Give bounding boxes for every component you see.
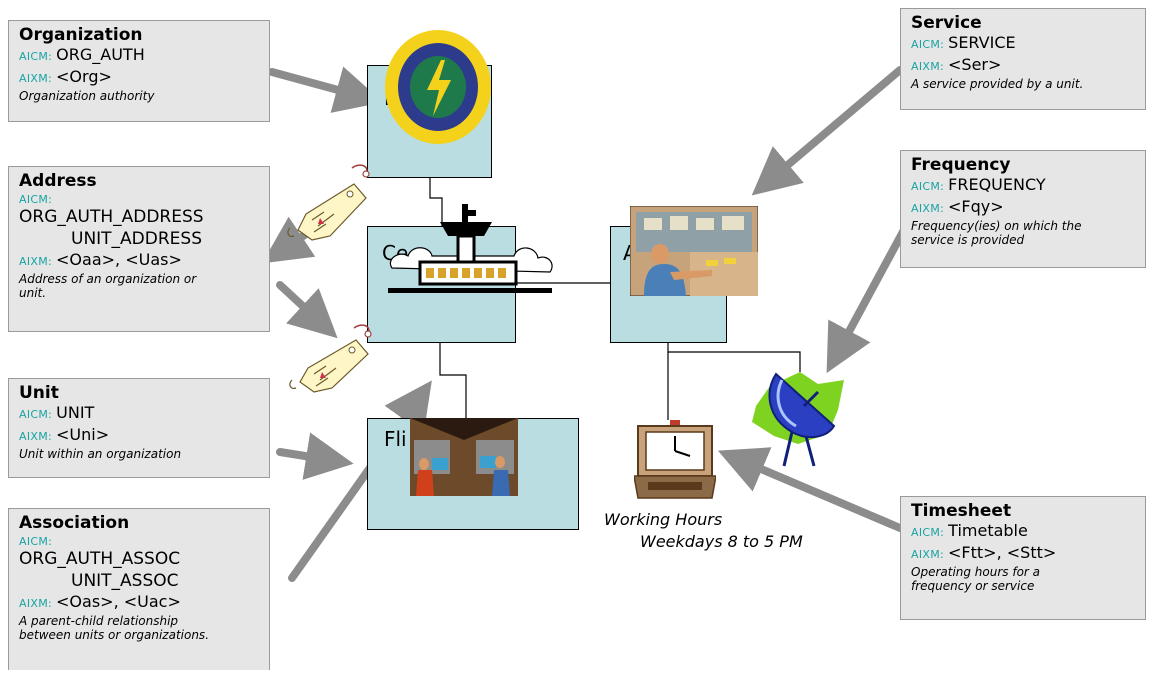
- working-hours-label: Working Hours: [604, 510, 723, 529]
- aixm-tag: AIXM:: [911, 548, 945, 561]
- atc-operator-icon: [630, 206, 758, 296]
- box-title: Organization: [19, 25, 143, 45]
- box-title: Unit: [19, 383, 59, 403]
- box-description-2: service is provided: [911, 233, 1025, 247]
- box-description-1: A parent-child relationship: [19, 614, 179, 628]
- aicm-value-1: ORG_AUTH_ADDRESS: [19, 207, 204, 227]
- box-description: Unit within an organization: [19, 447, 182, 461]
- box-description-1: Frequency(ies) on which the: [911, 219, 1082, 233]
- aicm-value: UNIT: [56, 403, 95, 422]
- box-description-2: frequency or service: [911, 579, 1035, 593]
- aixm-value: <Oaa>, <Uas>: [56, 250, 182, 269]
- box-description-1: Operating hours for a: [911, 565, 1041, 579]
- control-tower-icon: [388, 204, 553, 293]
- working-hours-detail: Weekdays 8 to 5 PM: [640, 532, 803, 551]
- box-description: A service provided by a unit.: [911, 77, 1084, 91]
- aicm-tag: AICM:: [19, 408, 53, 421]
- aixm-tag: AIXM:: [19, 597, 53, 610]
- aixm-tag: AIXM:: [19, 255, 53, 268]
- box-title: Association: [19, 513, 130, 533]
- flight-service-icon: [410, 418, 518, 496]
- faa-seal-icon: [385, 30, 491, 144]
- timesheet-box: Timesheet AICM:Timetable AIXM:<Ftt>, <St…: [900, 496, 1146, 620]
- aixm-tag: AIXM:: [911, 202, 945, 215]
- box-description-1: Address of an organization or: [19, 272, 197, 286]
- flight-service-node-label: Fli: [384, 427, 407, 451]
- hierarchy-lines: [429, 178, 801, 420]
- aicm-value: FREQUENCY: [948, 175, 1046, 194]
- association-box: Association AICM: ORG_AUTH_ASSOC UNIT_AS…: [8, 508, 270, 670]
- address-box: Address AICM: ORG_AUTH_ADDRESS UNIT_ADDR…: [8, 166, 270, 332]
- service-box: Service AICM:SERVICE AIXM:<Ser> A servic…: [900, 8, 1146, 110]
- aixm-value: <Org>: [56, 67, 112, 86]
- aicm-tag: AICM:: [19, 535, 53, 548]
- aicm-value: ORG_AUTH: [56, 45, 145, 64]
- box-title: Timesheet: [911, 501, 1012, 521]
- aicm-tag: AICM:: [911, 38, 945, 51]
- aixm-value: <Ftt>, <Stt>: [948, 543, 1057, 562]
- aicm-value-2: UNIT_ASSOC: [71, 571, 179, 591]
- unit-box: Unit AICM:UNIT AIXM:<Uni> Unit within an…: [8, 378, 270, 478]
- box-title: Address: [19, 171, 97, 191]
- box-description-2: between units or organizations.: [19, 628, 210, 642]
- aicm-tag: AICM:: [19, 193, 53, 206]
- organization-box: Organization AICM:ORG_AUTH AIXM:<Org> Or…: [8, 20, 270, 122]
- aixm-tag: AIXM:: [911, 60, 945, 73]
- arrow-timesheet: [717, 447, 904, 532]
- address-tag-icon: [289, 324, 372, 393]
- address-tag-icon: [287, 164, 370, 241]
- satellite-dish-icon: [752, 372, 844, 467]
- aixm-tag: AIXM:: [19, 72, 53, 85]
- arrow-frequency: [826, 224, 909, 374]
- arrow-unit: [276, 432, 354, 480]
- arrow-organization: [268, 66, 384, 113]
- aicm-tag: AICM:: [911, 180, 945, 193]
- arrow-service: [751, 66, 904, 196]
- aixm-value: <Uni>: [56, 425, 110, 444]
- aicm-value-1: ORG_AUTH_ASSOC: [19, 549, 181, 569]
- box-description-2: unit.: [19, 286, 47, 300]
- aixm-tag: AIXM:: [19, 430, 53, 443]
- aixm-value: <Oas>, <Uac>: [56, 592, 181, 611]
- clock-icon: [634, 420, 716, 499]
- box-description: Organization authority: [19, 89, 155, 103]
- aixm-value: <Fqy>: [948, 197, 1004, 216]
- aicm-tag: AICM:: [911, 526, 945, 539]
- aicm-value: Timetable: [948, 521, 1028, 540]
- frequency-box: Frequency AICM:FREQUENCY AIXM:<Fqy> Freq…: [900, 150, 1146, 268]
- aicm-value: SERVICE: [948, 33, 1016, 52]
- arrow-address-down: [276, 281, 338, 339]
- aicm-value-2: UNIT_ADDRESS: [71, 229, 203, 249]
- box-title: Service: [911, 13, 982, 33]
- box-title: Frequency: [911, 155, 1011, 175]
- aicm-tag: AICM:: [19, 50, 53, 63]
- aixm-value: <Ser>: [948, 55, 1002, 74]
